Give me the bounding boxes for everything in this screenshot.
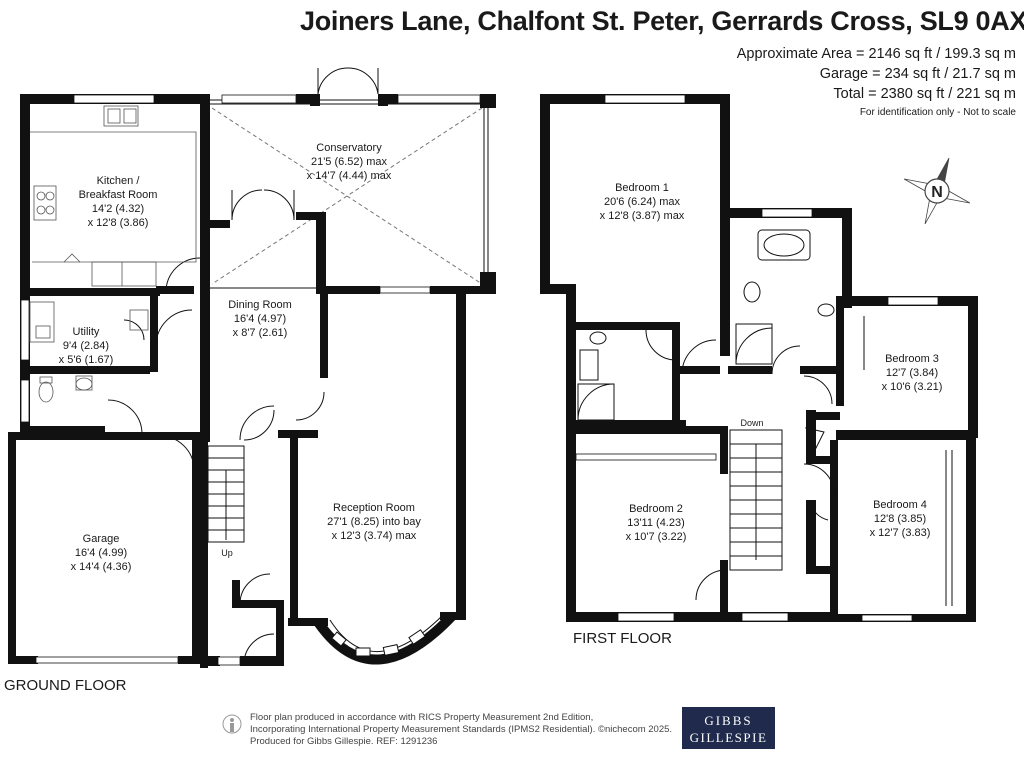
reception-dim2: x 12'3 (3.74) max	[332, 530, 417, 542]
stair-up-label: Up	[221, 548, 233, 558]
conservatory-label: Conservatory	[316, 142, 382, 154]
ground-floor-windows	[20, 94, 481, 666]
kitchen-fixtures	[29, 105, 197, 403]
stair-down-label: Down	[740, 418, 763, 428]
agency-logo: GIBBS GILLESPIE	[682, 707, 775, 749]
kitchen-dim2: x 12'8 (3.86)	[88, 217, 149, 229]
first-floor-windows	[575, 94, 939, 622]
reception-label: Reception Room	[333, 502, 415, 514]
utility-dim1: 9'4 (2.84)	[63, 340, 109, 352]
approximate-area: Approximate Area = 2146 sq ft / 199.3 sq…	[736, 46, 1016, 62]
compass-letter: N	[931, 184, 943, 201]
utility-label: Utility	[73, 326, 100, 338]
dining-label: Dining Room	[228, 299, 292, 311]
ground-floor-plan	[8, 67, 496, 668]
conservatory-dim2: x 14'7 (4.44) max	[307, 170, 392, 182]
bedroom1-dim2: x 12'8 (3.87) max	[600, 210, 685, 222]
footer-line-1: Floor plan produced in accordance with R…	[250, 712, 594, 723]
conservatory-doors	[107, 67, 379, 665]
total-area: Total = 2380 sq ft / 221 sq m	[833, 86, 1016, 102]
ground-staircase	[207, 445, 245, 543]
footer-credits: Floor plan produced in accordance with R…	[250, 712, 680, 748]
conservatory-diagonals	[211, 107, 483, 285]
bedroom4-label: Bedroom 4	[873, 499, 927, 511]
ground-floor-label: GROUND FLOOR	[4, 677, 127, 694]
dining-dim1: 16'4 (4.97)	[234, 313, 286, 325]
garage-dim2: x 14'4 (4.36)	[71, 561, 132, 573]
page-title: Joiners Lane, Chalfont St. Peter, Gerrar…	[300, 6, 1024, 36]
bedroom1-dim1: 20'6 (6.24) max	[604, 196, 681, 208]
footer-line-2: Incorporating International Property Mea…	[250, 724, 673, 735]
bedroom4-dim2: x 12'7 (3.83)	[870, 527, 931, 539]
utility-dim2: x 5'6 (1.67)	[59, 354, 114, 366]
bedroom1-label: Bedroom 1	[615, 182, 669, 194]
reception-dim1: 27'1 (8.25) into bay	[327, 516, 421, 528]
footer-line-3: Produced for Gibbs Gillespie. REF: 12912…	[250, 736, 438, 747]
first-staircase	[729, 429, 783, 571]
logo-line-1: GIBBS	[704, 713, 753, 728]
bedroom2-dim1: 13'11 (4.23)	[627, 517, 685, 529]
compass-icon: N	[903, 157, 971, 225]
person-icon	[222, 714, 242, 734]
bedroom3-dim2: x 10'6 (3.21)	[882, 381, 943, 393]
bedroom2-label: Bedroom 2	[629, 503, 683, 515]
garage-dim1: 16'4 (4.99)	[75, 547, 127, 559]
kitchen-dim1: 14'2 (4.32)	[92, 203, 144, 215]
bedroom4-dim1: 12'8 (3.85)	[874, 513, 926, 525]
room-labels: Kitchen / Breakfast Room 14'2 (4.32) x 1…	[4, 142, 942, 694]
first-floor-plan	[540, 94, 978, 622]
garage-area: Garage = 234 sq ft / 21.7 sq m	[819, 66, 1016, 82]
scale-note: For identification only - Not to scale	[859, 107, 1016, 118]
bedroom3-label: Bedroom 3	[885, 353, 939, 365]
kitchen-label: Kitchen /	[97, 175, 141, 187]
bedroom3-dim1: 12'7 (3.84)	[886, 367, 938, 379]
garage-label: Garage	[83, 533, 120, 545]
first-floor-doors-fixtures	[577, 229, 953, 606]
bay-window	[313, 612, 456, 665]
conservatory-glazing	[207, 99, 489, 289]
ground-floor-walls	[8, 94, 496, 668]
kitchen-label-2: Breakfast Room	[79, 189, 158, 201]
dining-dim2: x 8'7 (2.61)	[233, 327, 288, 339]
bedroom2-dim2: x 10'7 (3.22)	[626, 531, 687, 543]
conservatory-dim1: 21'5 (6.52) max	[311, 156, 388, 168]
first-floor-label: FIRST FLOOR	[573, 630, 672, 647]
logo-line-2: GILLESPIE	[689, 730, 768, 745]
